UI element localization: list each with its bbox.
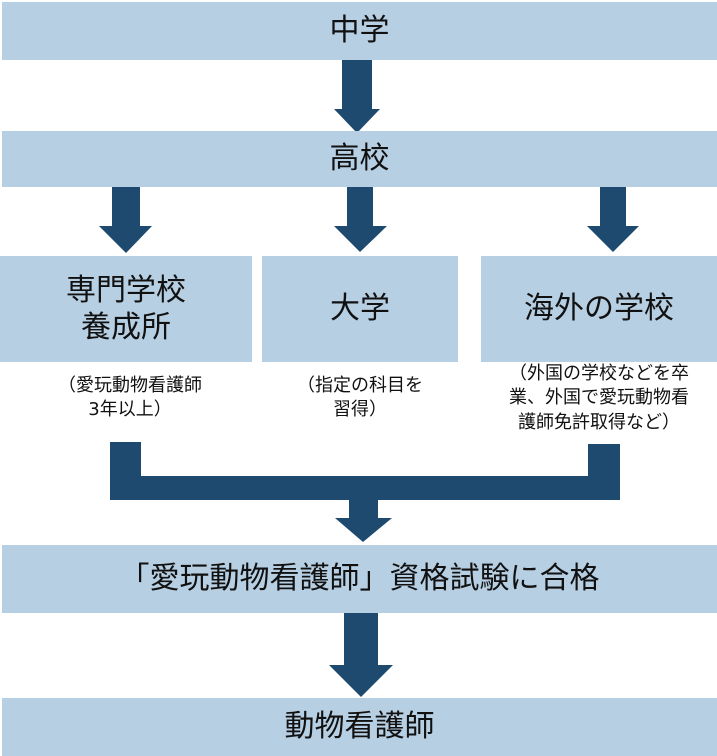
note-line: （愛玩動物看護師 — [58, 375, 202, 396]
down-arrow-icon — [587, 187, 639, 252]
branch-note-vocational: （愛玩動物看護師 3年以上） — [20, 374, 240, 423]
branch-overseas-school: 海外の学校 — [481, 256, 717, 362]
branch-note-university: （指定の科目を 習得） — [262, 374, 458, 423]
note-line: （外国の学校などを卒 — [509, 363, 689, 384]
note-line: 業、外国で愛玩動物看 — [509, 387, 689, 409]
note-line: 護師免許取得など） — [518, 411, 680, 433]
branch-vocational-school: 専門学校 養成所 — [0, 256, 252, 362]
note-line: 3年以上） — [88, 399, 172, 421]
branch-note-overseas: （外国の学校などを卒 業、外国で愛玩動物看 護師免許取得など） — [484, 362, 714, 435]
down-arrow-icon — [329, 613, 393, 697]
step-label: 動物看護師 — [284, 709, 435, 745]
step-exam: 「愛玩動物看護師」資格試験に合格 — [2, 545, 717, 613]
branch-title-line: 海外の学校 — [524, 291, 674, 327]
note-line: （指定の科目を — [297, 375, 423, 396]
step-high-school: 高校 — [2, 131, 717, 187]
down-arrow-icon — [335, 500, 392, 542]
step-result: 動物看護師 — [2, 698, 717, 756]
branch-title-line: 大学 — [330, 291, 390, 327]
step-label: 「愛玩動物看護師」資格試験に合格 — [119, 561, 600, 597]
step-label: 中学 — [329, 13, 390, 49]
step-junior-high: 中学 — [2, 2, 717, 60]
note-line: 習得） — [333, 399, 387, 421]
branch-title-line: 専門学校 — [66, 272, 186, 308]
down-arrow-icon — [334, 187, 387, 252]
step-label: 高校 — [329, 141, 390, 177]
down-arrow-icon — [334, 58, 380, 133]
branch-title-line: 養成所 — [81, 310, 171, 345]
branch-university: 大学 — [262, 256, 458, 362]
down-arrow-icon — [99, 187, 152, 253]
merge-connector — [110, 442, 620, 500]
